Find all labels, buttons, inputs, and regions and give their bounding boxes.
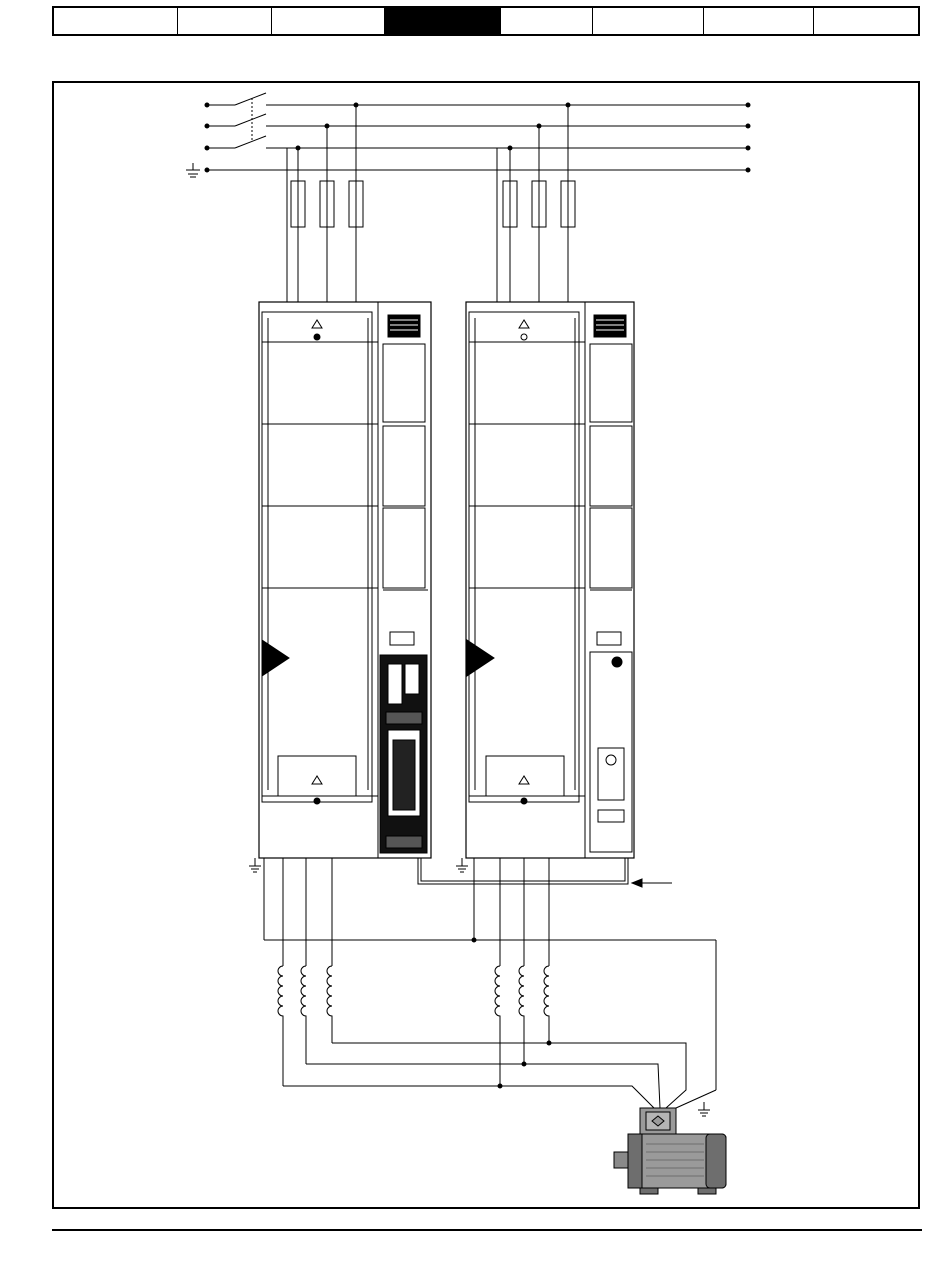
drive-2-warning-icon (519, 320, 529, 328)
drive-2-arrow-icon (467, 640, 494, 676)
interconnect-arrow-icon (632, 879, 672, 887)
parallel-interconnect-cable (418, 858, 628, 884)
inductor-2b (519, 966, 524, 1018)
drive-2-vent-grille (594, 315, 626, 337)
drive-2-earth-icon (456, 858, 468, 872)
output-inductors (278, 966, 549, 1018)
drive-2-status-led (597, 632, 621, 645)
footer-rule (52, 1229, 922, 1231)
inductor-1b (301, 966, 306, 1018)
inductor-2a (495, 966, 500, 1018)
drive-module-1 (259, 302, 431, 858)
inductor-1a (278, 966, 283, 1018)
motor-earth-icon (698, 1102, 710, 1116)
drive-2-bottom-cover (486, 756, 564, 796)
inductor-1c (327, 966, 332, 1018)
drive-1-warning-icon (312, 320, 322, 328)
supply-lines (186, 93, 750, 177)
drive-2-warning-icon-bottom (519, 776, 529, 784)
supply-fuses (291, 181, 575, 227)
inductor-2c (544, 966, 549, 1018)
supply-isolator-switch (205, 93, 266, 150)
drive-module-2 (466, 302, 634, 858)
supply-earth-icon (186, 163, 200, 177)
drive-1-vent-grille (388, 315, 420, 337)
drive-1-warning-icon-bottom (312, 776, 322, 784)
drive-1-status-led (390, 632, 414, 645)
drive-1-arrow-icon (262, 640, 289, 676)
drive-1-earth-icon (249, 858, 261, 872)
output-wiring (264, 858, 716, 1108)
motor-icon (614, 1108, 726, 1194)
